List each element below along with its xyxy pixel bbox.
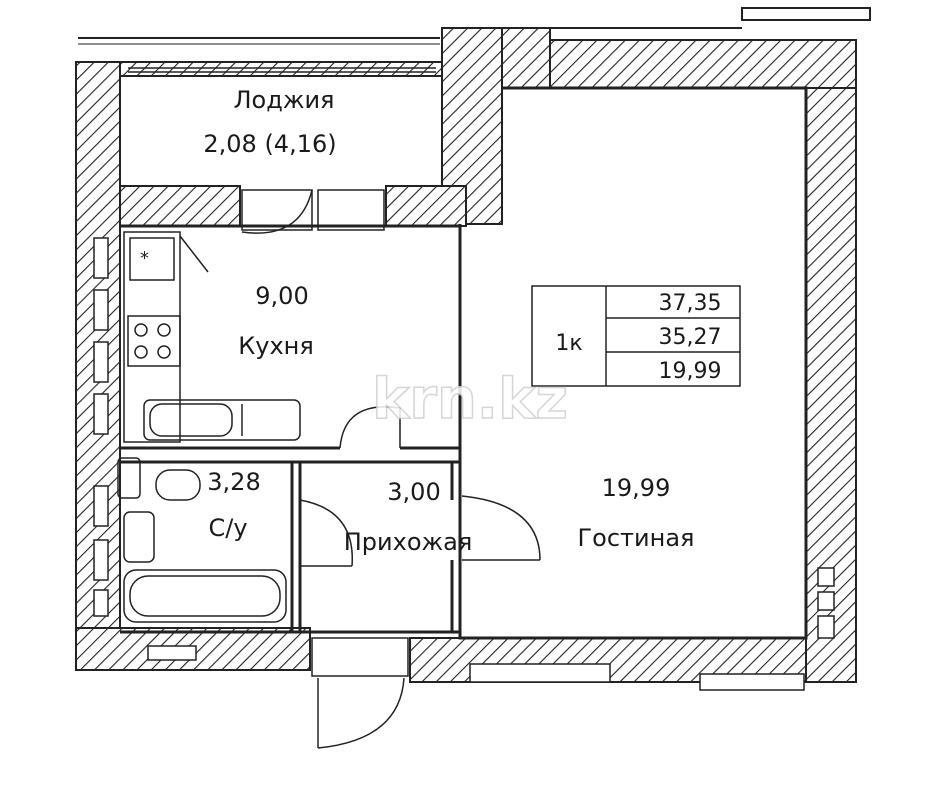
bathroom-fixtures	[117, 457, 287, 623]
living-area: 19,99	[602, 474, 671, 502]
right-windows	[817, 567, 835, 639]
total-area: 37,35	[659, 291, 722, 316]
living-door	[461, 495, 541, 561]
apartment-type: 1к	[555, 331, 582, 356]
watermark: krn.kz	[372, 367, 568, 432]
bathroom-door	[299, 499, 353, 567]
bottom-windows	[147, 645, 805, 691]
loggia-name: Лоджия	[234, 86, 335, 114]
living-area-total: 19,99	[659, 359, 722, 384]
hallway-name: Прихожая	[344, 528, 473, 556]
kitchen-door	[339, 406, 401, 449]
loggia-window	[128, 67, 436, 73]
kitchen-area: 9,00	[255, 282, 308, 310]
loggia-area: 2,08 (4,16)	[203, 130, 336, 158]
kitchen-fixtures: *	[123, 231, 301, 443]
kitchen-name: Кухня	[238, 332, 314, 360]
bathroom-area: 3,28	[207, 468, 260, 496]
living-name: Гостиная	[578, 524, 695, 552]
interior-walls	[120, 86, 808, 640]
area-without-loggia: 35,27	[659, 325, 722, 350]
balcony-railing	[78, 7, 871, 45]
entrance-door	[311, 637, 409, 749]
left-windows	[93, 237, 109, 617]
loggia-door	[241, 189, 385, 234]
svg-text:*: *	[140, 248, 149, 269]
area-summary-table	[531, 285, 741, 387]
hallway-area: 3,00	[387, 478, 440, 506]
exterior-walls	[75, 27, 857, 683]
bathroom-name: С/у	[208, 514, 247, 542]
